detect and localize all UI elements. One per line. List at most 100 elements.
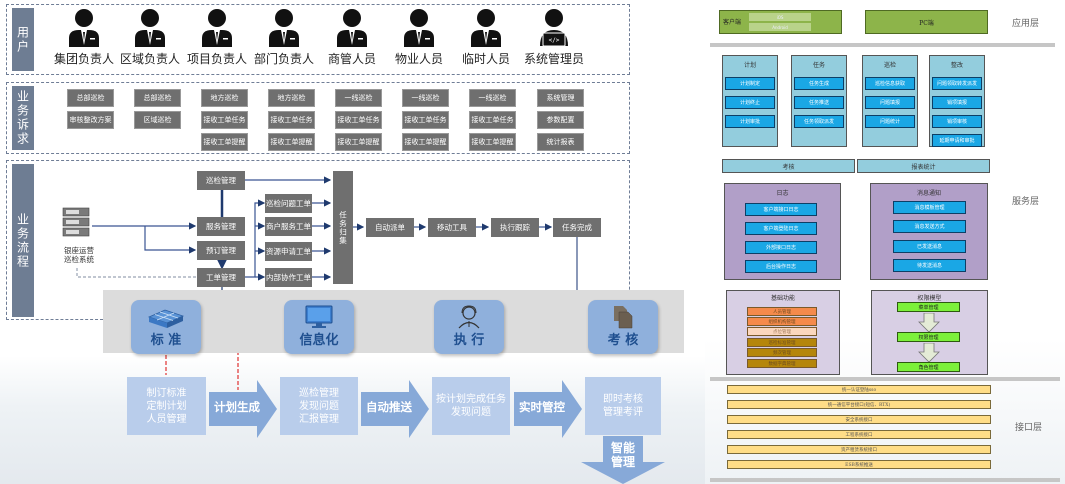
- request-item: 地方巡检: [201, 89, 248, 107]
- request-item: 接收工单提醒: [201, 133, 248, 151]
- interface-item: 安全系统接口: [727, 415, 991, 424]
- users-section: [6, 4, 630, 75]
- arrow-smart-management: [581, 436, 665, 484]
- message-module-title: 消息通知: [916, 190, 941, 197]
- flow-box-order-inspection: 巡检问题工单: [265, 194, 312, 213]
- module-item: 问题填报: [865, 96, 915, 109]
- arrow-smart-management-label: 智能 管理: [610, 440, 635, 469]
- user-label: 区域负责人: [119, 52, 180, 66]
- user-1: 集团负责人: [52, 8, 116, 67]
- module-title: 计划: [743, 62, 756, 69]
- flow-box-workorder-mgmt: 工单管理: [197, 268, 245, 287]
- pillar-standard: 标 准: [131, 300, 201, 354]
- message-item: 待发送消息: [893, 259, 966, 272]
- documents-icon: [614, 306, 633, 329]
- basic-item: 频次管理: [747, 348, 817, 357]
- client-box: 客户端 iOS Android: [719, 10, 842, 34]
- request-item: 系统管理: [537, 89, 584, 107]
- basic-item: 人员管理: [747, 307, 817, 316]
- down-arrow-icon: [918, 313, 940, 333]
- request-item: 总部巡检: [134, 89, 181, 107]
- request-item: 接收工单提醒: [268, 133, 315, 151]
- request-item: 接收工单提醒: [335, 133, 382, 151]
- client-ios: iOS: [749, 13, 811, 21]
- pillar-execution-label: 执 行: [453, 333, 485, 348]
- perm-role: 角色管理: [897, 362, 960, 372]
- module-item: 计划制定: [725, 77, 775, 90]
- module-item: 计划终止: [725, 96, 775, 109]
- layer-divider-2: [710, 377, 1060, 381]
- system-label-line1: 银座运营: [64, 246, 94, 255]
- basic-item: 数据字典管理: [747, 359, 817, 368]
- basic-item: 点位管理: [747, 327, 817, 336]
- bar-assessment: 考核: [722, 159, 855, 173]
- log-item: 外部接口日志: [745, 241, 817, 254]
- user-label: 项目负责人: [186, 52, 247, 66]
- request-item: 区域巡检: [134, 111, 181, 129]
- step-inspection: 巡检管理 发现问题 汇报管理: [280, 377, 358, 435]
- arrow-auto-push: [361, 380, 429, 438]
- perm-menu: 菜单管理: [897, 302, 960, 312]
- flow-box-service-mgmt: 服务管理: [197, 217, 245, 236]
- request-item: 参数配置: [537, 111, 584, 129]
- user-label: 商管人员: [327, 52, 376, 66]
- user-label: 系统管理员: [523, 52, 584, 66]
- interface-item: 统一认证登陆sso: [727, 385, 991, 394]
- module-item: 问题统计: [865, 115, 915, 128]
- module-item: 延期申请和审批: [932, 134, 982, 147]
- person-laptop-icon: </>: [540, 9, 568, 47]
- request-item: 统计报表: [537, 133, 584, 151]
- process-section-label: 业务流程: [12, 164, 34, 317]
- flow-box-auto-dispatch: 自动派单: [366, 218, 414, 237]
- layer-label-service: 服务层: [1012, 197, 1040, 207]
- user-6: 物业人员: [387, 8, 451, 67]
- flow-box-order-internal: 内部协作工单: [265, 268, 312, 287]
- request-item: 审核整改方案: [67, 111, 114, 129]
- pillar-informatization: 信息化: [284, 300, 354, 354]
- pillar-informatization-label: 信息化: [299, 333, 339, 348]
- message-item: 消息模板管理: [893, 201, 966, 214]
- arrow-realtime-control-label: 实时管控: [519, 400, 565, 414]
- person-tie-icon: [404, 9, 434, 47]
- module-item: 任务领取派发: [794, 115, 844, 128]
- request-item: 接收工单提醒: [469, 133, 516, 151]
- log-item: 客户端接口日志: [745, 203, 817, 216]
- layer-divider-3: [710, 478, 1060, 482]
- user-5: 商管人员: [320, 8, 384, 67]
- person-tie-icon: [337, 9, 367, 47]
- system-label-line2: 巡检系统: [64, 255, 94, 264]
- flow-box-order-merchant: 商户服务工单: [265, 217, 312, 236]
- message-item: 已发送消息: [893, 240, 966, 253]
- pillar-assessment: 考 核: [588, 300, 658, 354]
- message-item: 消息发送方式: [893, 220, 966, 233]
- person-tie-icon: [269, 9, 299, 47]
- headset-person-icon: [458, 305, 480, 329]
- request-item: 一线巡检: [335, 89, 382, 107]
- request-item: 一线巡检: [469, 89, 516, 107]
- flow-box-mobile-tool: 移动工具: [428, 218, 476, 237]
- user-4: 部门负责人: [252, 8, 316, 67]
- requests-section: [6, 82, 630, 154]
- pillar-assessment-label: 考 核: [607, 333, 639, 348]
- request-item: 接收工单任务: [402, 111, 449, 129]
- request-item: 接收工单提醒: [402, 133, 449, 151]
- module-title: 整改: [950, 62, 963, 69]
- flow-box-task-collect: 任务归集: [333, 171, 353, 284]
- interface-item: 统一通信平台接口(短信、RTX): [727, 400, 991, 409]
- module-item: 任务推送: [794, 96, 844, 109]
- step-execution: 按计划完成任务 发现问题: [432, 377, 510, 435]
- module-item: 计划审批: [725, 115, 775, 128]
- person-tie-icon: [69, 9, 99, 47]
- basic-functions-title: 基础功能: [770, 295, 795, 302]
- interface-item: ESB系统推送: [727, 460, 991, 469]
- down-arrow-icon: [918, 343, 940, 363]
- person-tie-icon: [471, 9, 501, 47]
- client-label: 客户端: [723, 19, 742, 26]
- request-item: 接收工单任务: [335, 111, 382, 129]
- server-rack-icon: [62, 207, 92, 237]
- user-label: 部门负责人: [253, 52, 314, 66]
- person-tie-icon: [202, 9, 232, 47]
- perm-permission: 权限管理: [897, 332, 960, 342]
- flow-box-order-resource: 资源申请工单: [265, 242, 312, 261]
- user-3: 项目负责人: [185, 8, 249, 67]
